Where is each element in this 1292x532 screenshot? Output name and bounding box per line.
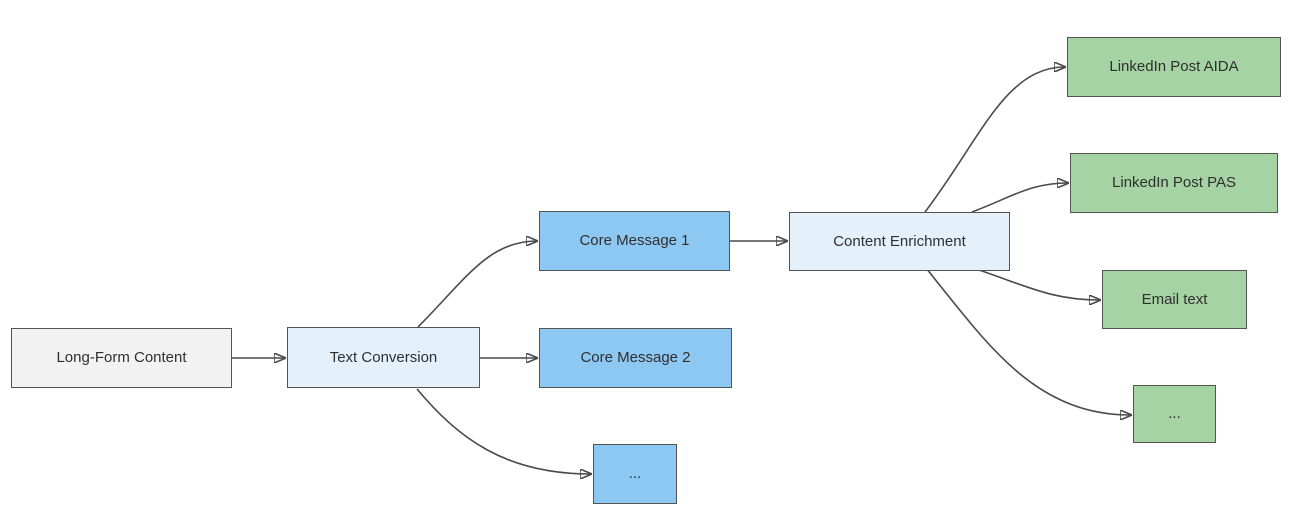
node-content-enrichment-label: Content Enrichment <box>833 232 966 250</box>
node-linkedin-post-aida-label: LinkedIn Post AIDA <box>1109 58 1239 75</box>
node-linkedin-post-pas: LinkedIn Post PAS <box>1070 153 1278 213</box>
connector-content-enrichment-to-final-more <box>925 267 1131 415</box>
node-text-conversion: Text Conversion <box>287 327 480 388</box>
node-long-form-content: Long-Form Content <box>11 328 232 388</box>
node-final-ellipsis-label: ... <box>1168 405 1181 422</box>
node-linkedin-post-pas-label: LinkedIn Post PAS <box>1112 174 1236 191</box>
connector-text-conversion-to-core-message-1 <box>417 241 537 328</box>
node-final-ellipsis: ... <box>1133 385 1216 443</box>
connector-content-enrichment-to-linkedin-post-aida <box>924 67 1065 213</box>
node-core-message-2-label: Core Message 2 <box>580 349 691 366</box>
connector-text-conversion-to-core-message-more <box>416 388 591 474</box>
connector-content-enrichment-to-email-text <box>972 267 1100 300</box>
node-core-message-2: Core Message 2 <box>539 328 732 388</box>
node-long-form-content-label: Long-Form Content <box>56 349 187 366</box>
node-content-enrichment: Content Enrichment <box>789 212 1010 271</box>
node-core-message-1: Core Message 1 <box>539 211 730 271</box>
node-email-text-label: Email text <box>1141 290 1208 308</box>
node-linkedin-post-aida: LinkedIn Post AIDA <box>1067 37 1281 97</box>
node-text-conversion-label: Text Conversion <box>329 348 438 366</box>
node-core-message-ellipsis-label: ... <box>628 465 642 482</box>
node-core-message-1-label: Core Message 1 <box>579 232 690 249</box>
node-email-text: Email text <box>1102 270 1247 329</box>
node-core-message-ellipsis: ... <box>593 444 677 504</box>
connector-content-enrichment-to-linkedin-post-pas <box>971 183 1068 213</box>
